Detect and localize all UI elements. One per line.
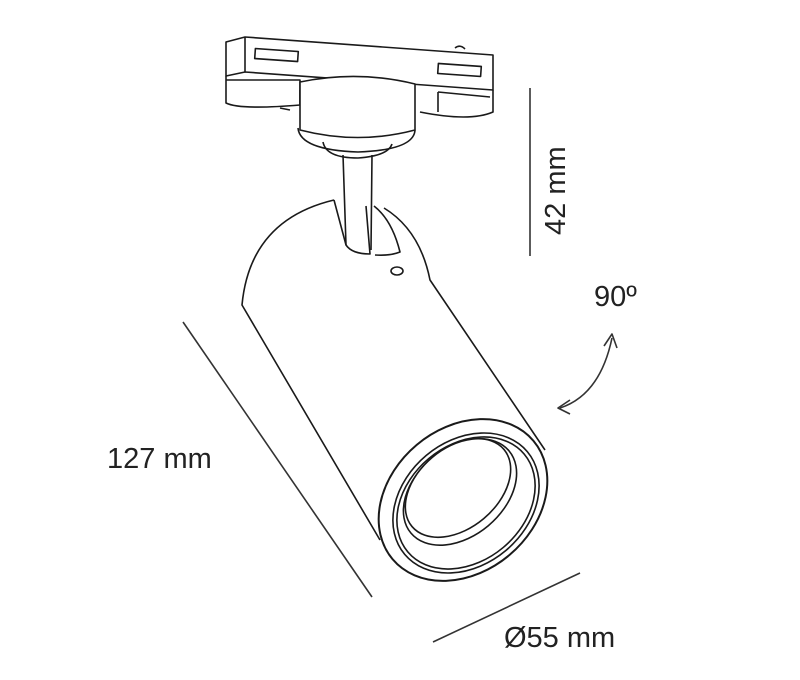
rotation-label: 90º (594, 281, 637, 313)
height-label: 42 mm (540, 146, 572, 235)
length-dimension-line (182, 321, 373, 598)
screw-icon (390, 266, 404, 276)
dimension-lines (182, 88, 618, 643)
length-label: 127 mm (107, 443, 212, 475)
stem (342, 154, 373, 251)
diameter-label: Ø55 mm (504, 622, 616, 654)
track-adapter (225, 36, 494, 159)
front-ring (377, 418, 549, 582)
diameter-dimension-line (432, 572, 581, 643)
cylinder-body (241, 199, 546, 541)
rotation-arrow-icon (559, 337, 613, 409)
